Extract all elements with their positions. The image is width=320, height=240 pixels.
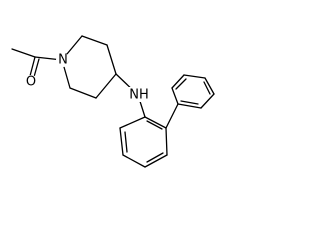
terminal-bond-1: [171, 87, 179, 105]
ring-bond-c3-c4: [106, 44, 117, 75]
terminal-inner-bond-c: [180, 100, 199, 105]
phenyl-bond-1: [119, 116, 146, 129]
phenyl-inner-bond-b: [146, 152, 164, 163]
phenyl-bond-3: [122, 154, 146, 168]
terminal-inner-bond-b: [203, 81, 211, 95]
terminal-bond-4: [204, 77, 215, 95]
ring-bond-c2-c3: [81, 35, 108, 46]
acetyl-group: [11, 48, 63, 78]
atom-ring-nitrogen: N: [56, 53, 70, 68]
terminal-inner-bond-a: [175, 78, 187, 90]
oxygen-label: O: [26, 75, 36, 90]
bond-methyl-carbonyl: [11, 48, 36, 58]
terminal-phenyl-ring: [171, 74, 215, 109]
piperidine-ring: [61, 35, 117, 99]
aminophenyl-ring: [119, 116, 168, 168]
bond-carbonyl-oxygen-double: [33, 58, 40, 78]
terminal-bond-3: [183, 74, 206, 79]
atom-oxygen: O: [24, 75, 38, 90]
amine-label: NH: [129, 88, 149, 103]
atom-amine: NH: [128, 87, 149, 103]
ring-bond-c4-c5: [95, 73, 117, 99]
phenyl-bond-4: [144, 154, 168, 168]
phenyl-bond-5: [165, 127, 168, 156]
ring-nitrogen-label: N: [58, 53, 68, 68]
phenyl-inner-bond-a: [124, 131, 128, 153]
phenyl-inner-bond-c: [146, 120, 163, 130]
ring-bond-c5-c6: [69, 87, 97, 99]
bond-biaryl: [165, 103, 179, 129]
bond-carbonyl-oxygen: [29, 56, 36, 77]
terminal-bond-2: [171, 74, 185, 89]
terminal-bond-6: [177, 103, 202, 109]
terminal-bond-5: [200, 93, 215, 109]
phenyl-bond-6: [144, 116, 167, 129]
structure-diagram: O N NH: [11, 35, 215, 168]
phenyl-bond-2: [119, 127, 124, 156]
